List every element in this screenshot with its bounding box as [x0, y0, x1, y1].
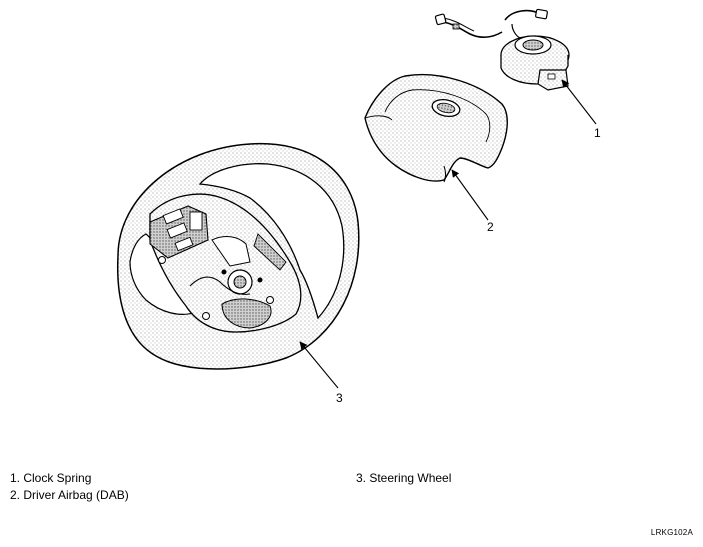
clock-spring	[434, 8, 570, 91]
callout-1: 1	[594, 126, 601, 140]
leader-lines	[299, 79, 597, 389]
legend-item-steering-wheel: 3. Steering Wheel	[356, 471, 452, 485]
leader-3	[299, 341, 339, 389]
leader-2	[451, 169, 489, 221]
driver-airbag	[364, 73, 508, 183]
legend-item-clock-spring: 1. Clock Spring	[10, 471, 92, 485]
steering-wheel	[116, 142, 360, 370]
callout-2: 2	[487, 220, 494, 234]
leader-1	[561, 79, 597, 125]
figure-code: LRKG102A	[650, 528, 693, 537]
legend-item-driver-airbag: 2. Driver Airbag (DAB)	[10, 488, 129, 502]
callout-3: 3	[336, 391, 343, 405]
